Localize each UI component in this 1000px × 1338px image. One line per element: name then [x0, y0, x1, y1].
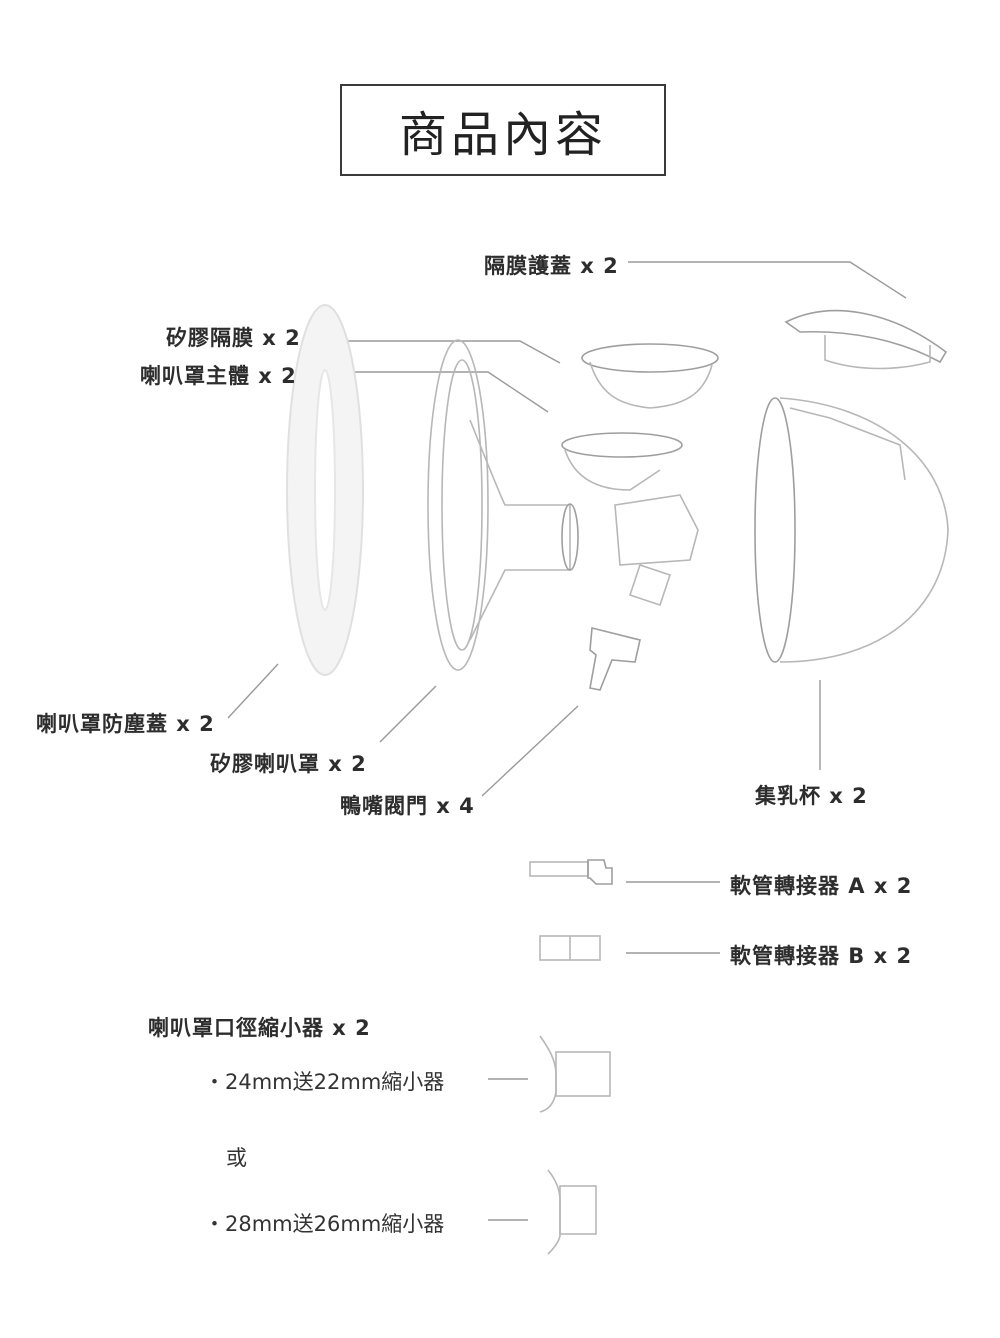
leader-line-silicone-diaphragm	[314, 340, 561, 364]
leader-line-dust-cover	[227, 663, 279, 719]
page-title: 商品內容	[340, 84, 666, 176]
label-silicone-flange: 矽膠喇叭罩 x 2	[210, 752, 367, 776]
dust-cover-image	[286, 304, 364, 676]
label-reducer-option-24mm: ・24mm送22mm縮小器	[204, 1070, 445, 1094]
label-reducer-or: 或	[226, 1146, 247, 1170]
flange-body-image	[561, 432, 699, 607]
label-diaphragm-cap: 隔膜護蓋 x 2	[484, 254, 619, 278]
tube-adapter-a-image	[529, 859, 613, 885]
silicone-diaphragm-image	[581, 343, 719, 409]
label-tube-adapter-a: 軟管轉接器 A x 2	[730, 874, 913, 898]
label-flange-body: 喇叭罩主體 x 2	[140, 364, 297, 388]
reducer-28mm-image	[547, 1169, 597, 1255]
leader-line-duckbill	[481, 705, 579, 797]
leader-line-diaphragm-cap	[628, 261, 907, 299]
silicone-flange-image	[427, 339, 579, 671]
reducer-24mm-image	[539, 1035, 611, 1113]
label-collection-cup: 集乳杯 x 2	[755, 784, 868, 808]
tube-adapter-b-image	[539, 935, 601, 961]
label-silicone-diaphragm: 矽膠隔膜 x 2	[166, 326, 301, 350]
label-duckbill-valve: 鴨嘴閥門 x 4	[340, 794, 475, 818]
label-tube-adapter-b: 軟管轉接器 B x 2	[730, 944, 913, 968]
leader-line-flange-body	[314, 371, 549, 413]
leader-line-silicone-flange	[379, 685, 437, 743]
label-reducer-title: 喇叭罩口徑縮小器 x 2	[148, 1016, 371, 1040]
label-reducer-option-28mm: ・28mm送26mm縮小器	[204, 1212, 445, 1236]
duckbill-valve-image	[589, 626, 641, 691]
collection-cup-image	[754, 397, 949, 663]
diaphragm-cap-image	[784, 309, 948, 370]
label-flange-dust-cover: 喇叭罩防塵蓋 x 2	[36, 712, 215, 736]
